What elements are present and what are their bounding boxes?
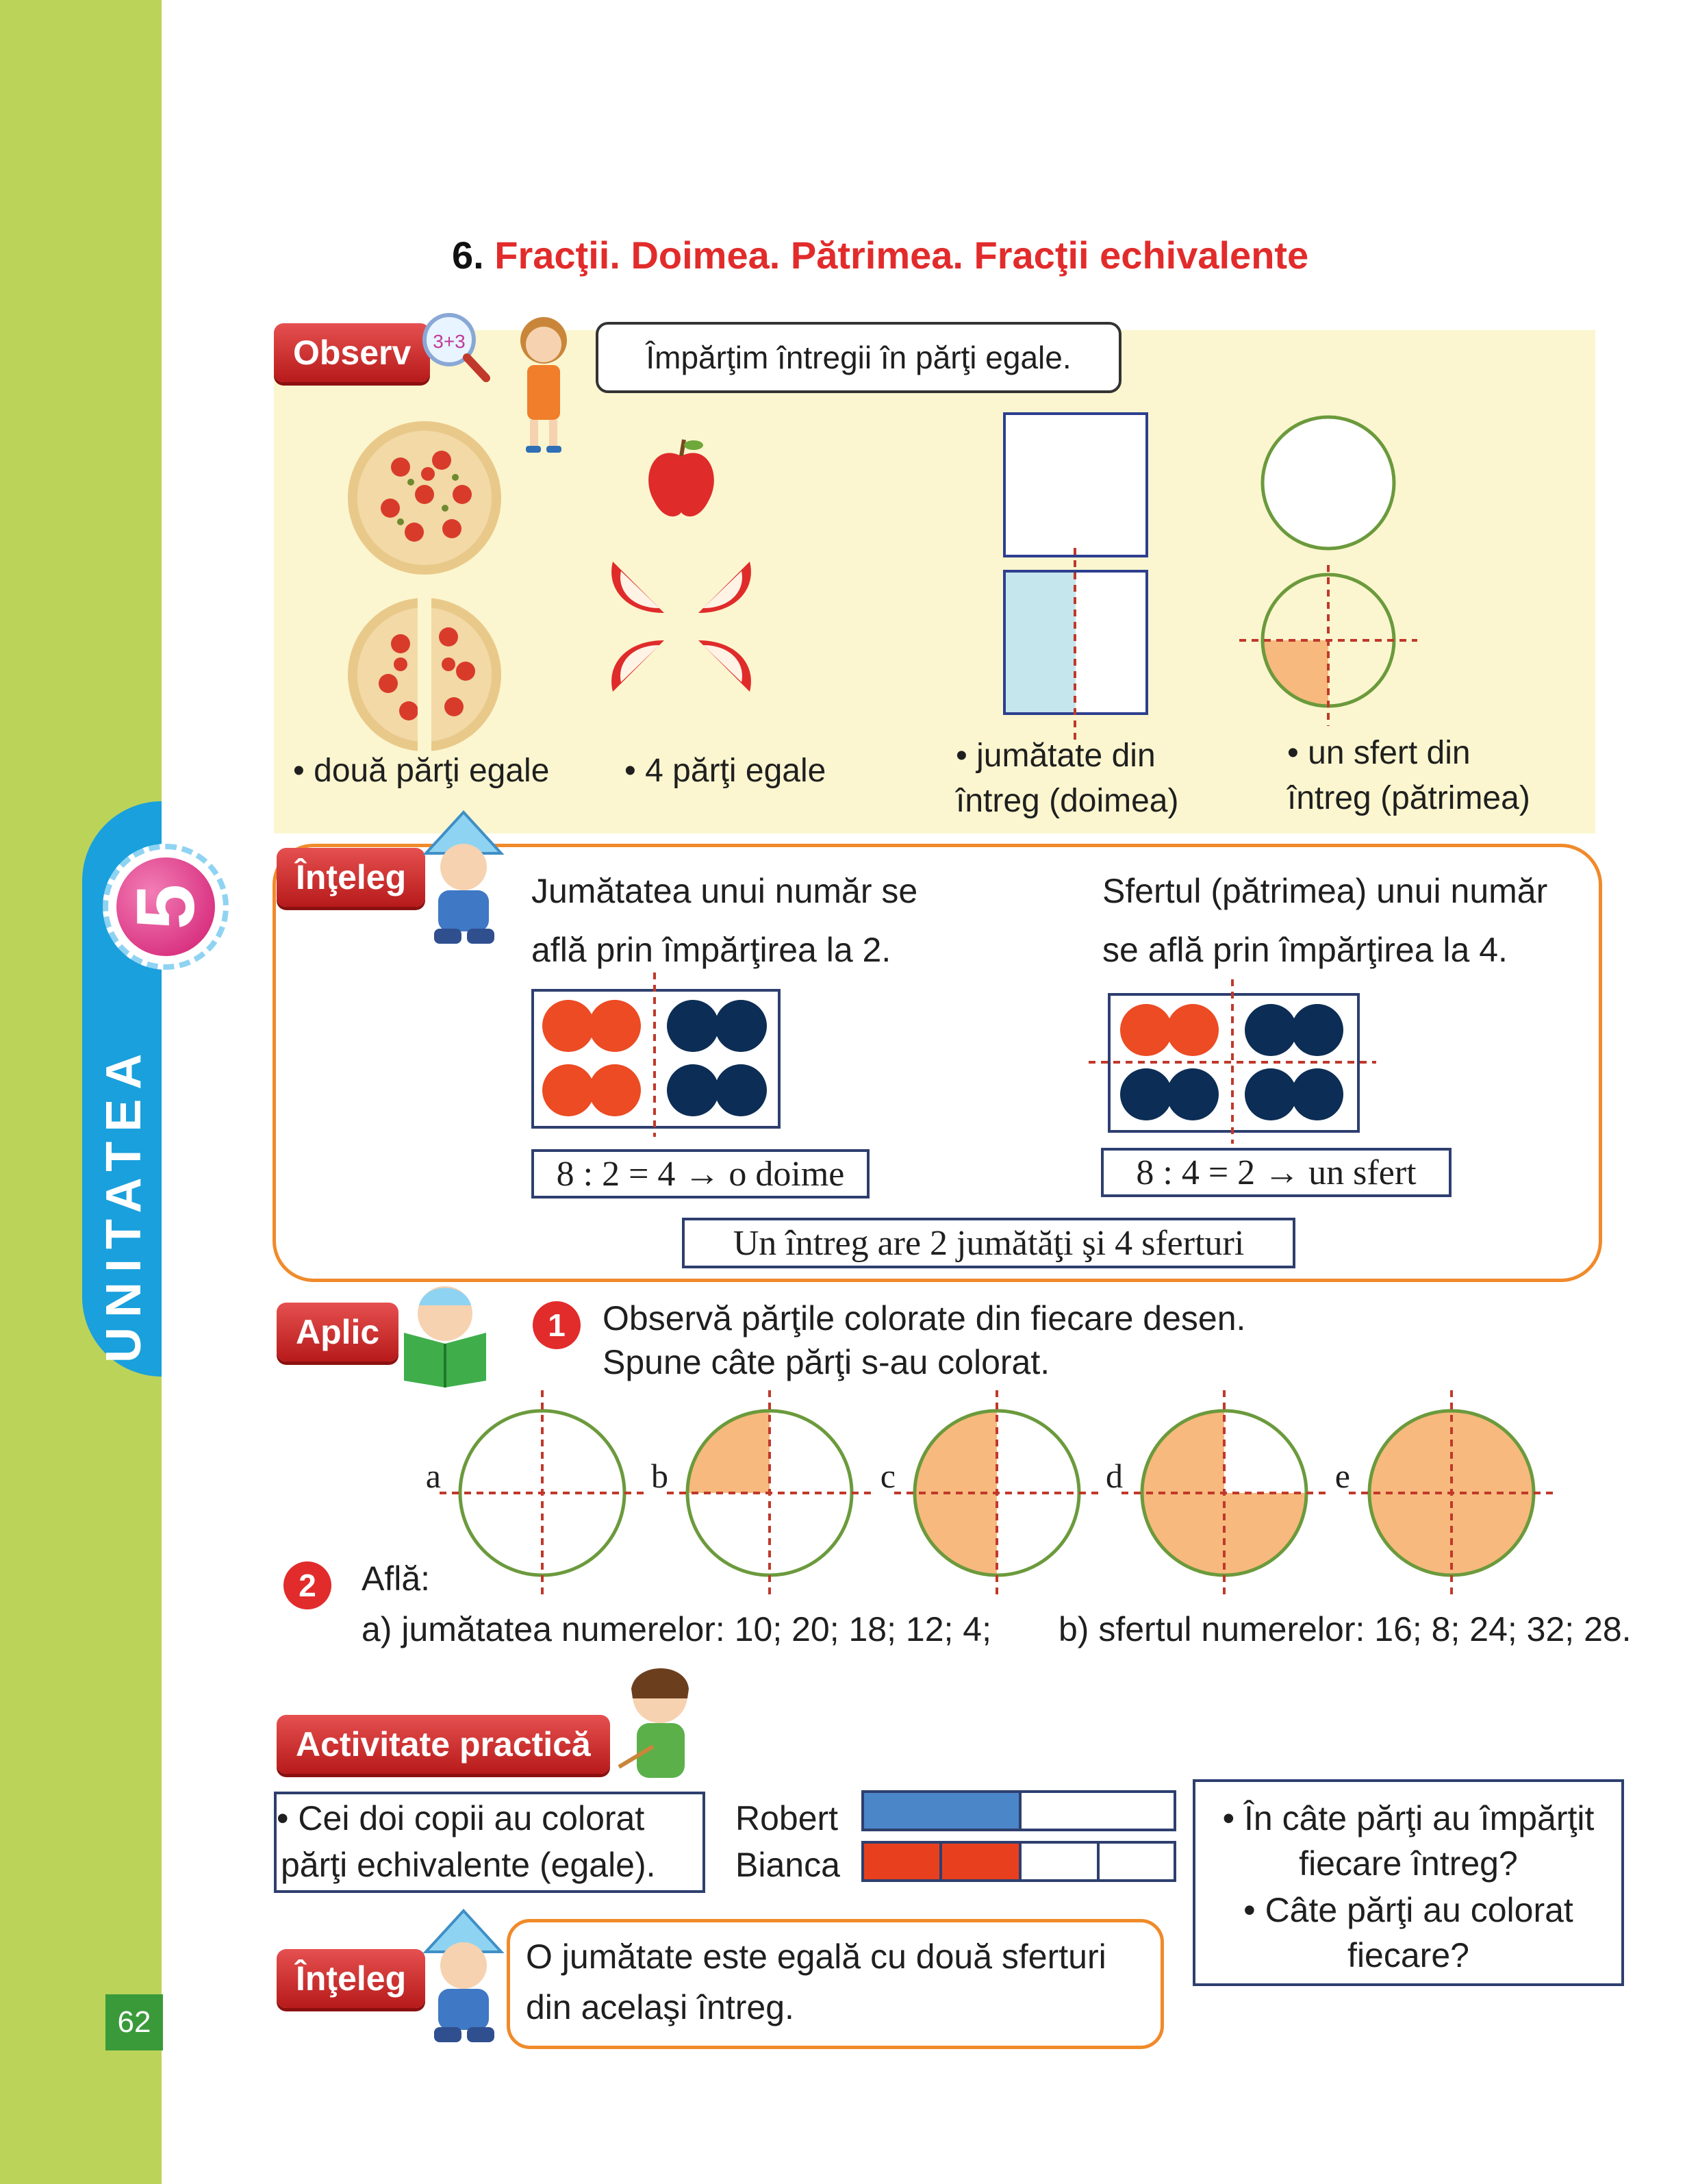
fraction-circle-e: e [1335,1390,1554,1596]
half-rule-l2: află prin împărţirea la 2. [531,931,891,969]
magnifier-icon: 3+3 [415,310,490,388]
fraction-circle-b: b [651,1390,872,1596]
magnifier-text: 3+3 [433,331,466,352]
boy-reading-icon-2 [419,1904,508,2051]
question-2-l1: • Câte părţi au colorat [1243,1891,1573,1929]
equivalence-l2: din acelaşi întreg. [526,1988,794,2026]
caption-pizza: • două părţi egale [293,753,550,789]
bianca-name: Bianca [735,1846,840,1884]
page-number: 62 [105,1994,163,2050]
square-whole [1003,412,1148,557]
robert-name: Robert [735,1799,839,1837]
exercise-1-line2: Spune câte părţi s-au colorat. [603,1343,1050,1381]
robert-bar-filled [863,1792,1020,1830]
question-1-l2: fiecare întreg? [1299,1844,1518,1883]
pizza-whole [346,419,503,580]
fraction-circle-d: d [1106,1390,1327,1596]
summary-box: Un întreg are 2 jumătăţi şi 4 sferturi [682,1218,1295,1268]
exercise-2-a: a) jumătatea numerelor: 10; 20; 18; 12; … [362,1610,991,1648]
inteleg-2-label: Înţeleg [277,1949,426,2008]
exercise-1-badge: 1 [533,1301,581,1349]
question-2-l2: fiecare? [1347,1936,1469,1974]
statement-l1: • Cei doi copii au colorat [277,1799,645,1837]
filled-quarter [915,1411,997,1493]
exercise-2-b: b) sfertul numerelor: 16; 8; 24; 32; 28. [1059,1610,1632,1648]
exercise-2-badge: 2 [283,1561,331,1609]
dots-quarter [1089,979,1376,1144]
question-1-l1: • În câte părţi au împărţit [1222,1799,1595,1837]
girl-painting-icon [605,1657,708,1798]
inteleg-box [273,844,1602,1282]
half-rule-l1: Jumătatea unui număr se [531,872,918,910]
square-halved [1003,570,1148,715]
equivalence-l1: O jumătate este egală cu două sferturi [526,1937,1106,1976]
quarter-rule-l1: Sfertul (pătrimea) unui număr [1102,872,1548,910]
lesson-number: 6. [452,234,484,277]
boy-reading-icon [419,805,508,953]
caption-circle-l2: întreg (pătrimea) [1287,780,1530,816]
filled-quarter [1142,1411,1224,1493]
filled-quarter [1452,1411,1534,1493]
circle-letter: d [1106,1457,1123,1495]
circle-letter: a [426,1457,441,1495]
circle-letter: b [651,1457,668,1495]
equivalence-box [507,1919,1164,2049]
inteleg-label: Înţeleg [277,848,426,907]
observ-circles [1239,415,1417,726]
square-half-fill [1006,573,1076,712]
observ-panel [274,330,1595,833]
observ-label: Observ [274,323,431,382]
lesson-title: 6. Fracţii. Doimea. Pătrimea. Fracţii ec… [452,233,1308,277]
robert-bianca-bars [861,1790,1176,1882]
aplic-label: Aplic [277,1303,399,1361]
dots-half [531,972,781,1137]
statement-box [274,1792,705,1893]
unit-number: 5 [120,883,212,930]
caption-apple: • 4 părţi egale [624,753,826,789]
pizza-halves [346,596,503,757]
filled-quarter [1369,1493,1452,1575]
fraction-circles: a b c d e [426,1390,1554,1596]
child-book-icon [397,1278,493,1391]
fraction-circle-a: a [426,1390,645,1596]
filled-quarter [1142,1493,1224,1575]
statement-l2: părţi echivalente (egale). [281,1846,656,1884]
lesson-title-text: Fracţii. Doimea. Pătrimea. Fracţii echiv… [494,234,1309,277]
caption-circle-l1: • un sfert din [1287,735,1471,771]
filled-quarter [1224,1493,1306,1575]
caption-square-l2: întreg (doimea) [956,783,1179,819]
equation-quarter: 8 : 4 = 2 → un sfert [1101,1148,1452,1197]
circle-letter: e [1335,1457,1350,1495]
filled-quarter [1452,1493,1534,1575]
exercise-1-line1: Observă părţile colorate din fiecare des… [603,1299,1246,1338]
fraction-circle-c: c [880,1390,1100,1596]
equation-half: 8 : 2 = 4 → o doime [531,1149,870,1198]
unit-badge-inner [116,857,215,956]
quarter-rule-l2: se află prin împărţirea la 4. [1102,931,1508,969]
square-divider [1074,548,1076,740]
filled-quarter [1369,1411,1452,1493]
filled-quarter [687,1411,770,1493]
apple-whole-icon [640,436,722,528]
circle-letter: c [880,1457,896,1495]
activitate-label: Activitate practică [277,1715,610,1774]
caption-square-l1: • jumătate din [956,738,1156,774]
questions-box [1193,1779,1624,1986]
filled-quarter [915,1493,997,1575]
apple-quarters-icon [599,548,763,709]
exercise-2-title: Află: [362,1559,431,1598]
observ-speech-bubble: Împărţim întregii în părţi egale. [596,322,1122,393]
unit-label: UNITATEA [97,1044,151,1363]
girl-icon [509,312,578,459]
